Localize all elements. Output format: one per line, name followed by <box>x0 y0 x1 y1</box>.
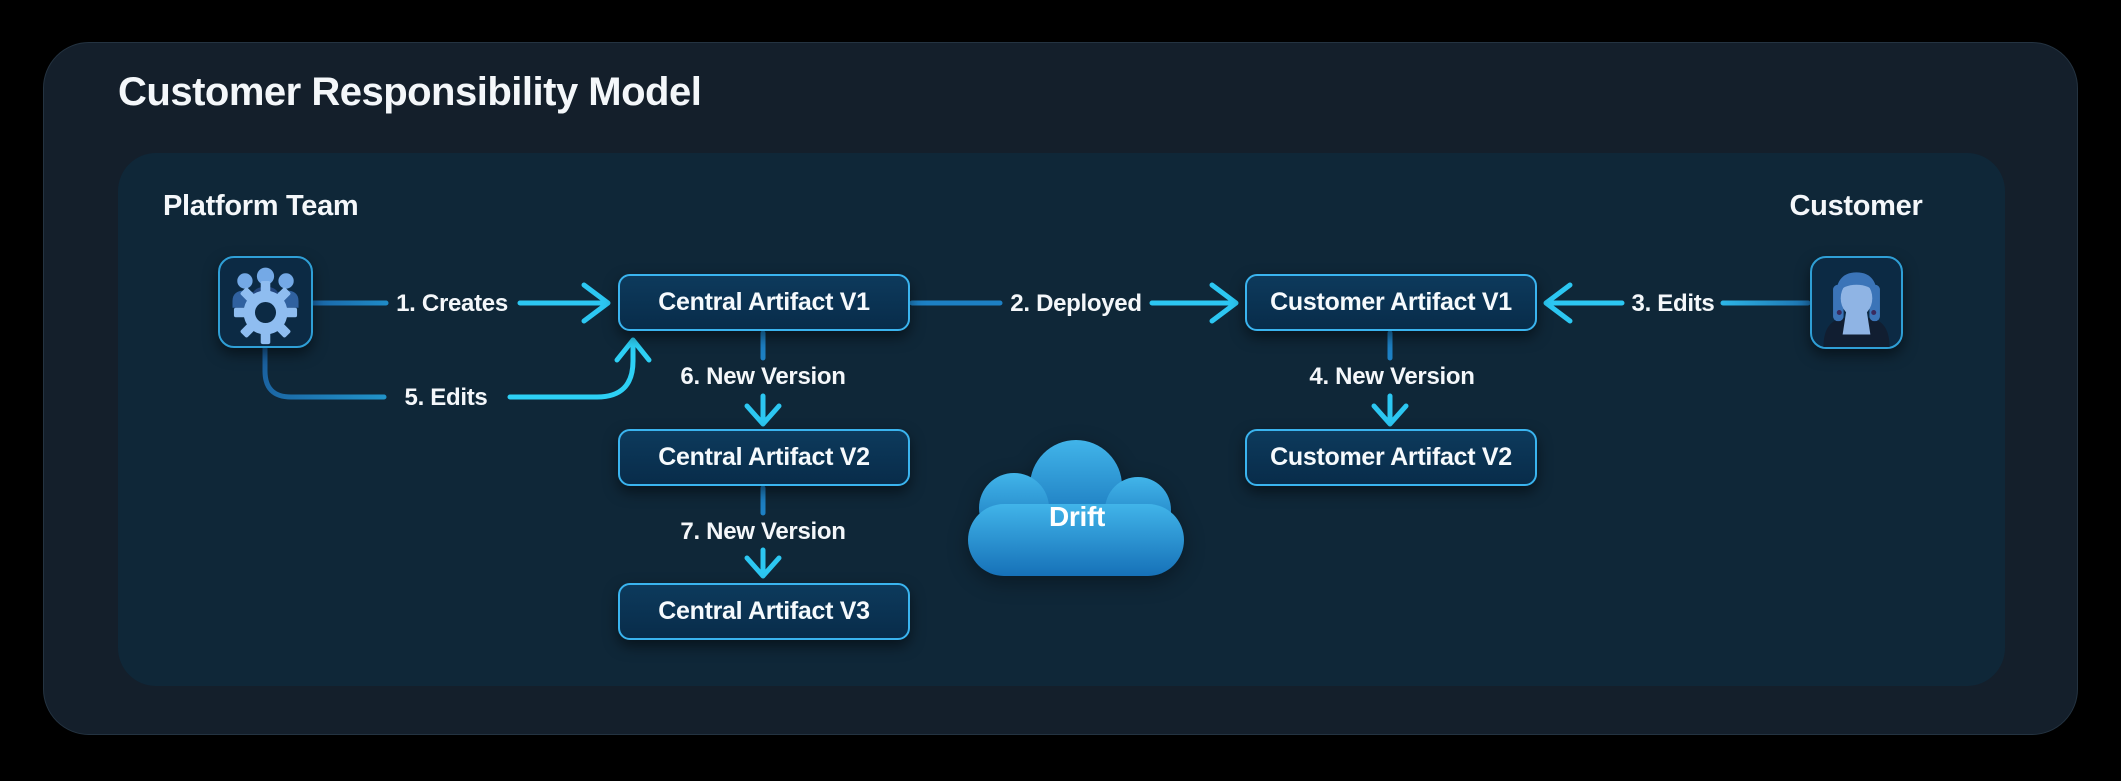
node-central-artifact-v2: Central Artifact V2 <box>618 429 910 486</box>
edge-label-central-new-version-1: 6. New Version <box>680 363 846 390</box>
edge-label-customer-edits: 3. Edits <box>1631 290 1715 317</box>
node-customer-artifact-v1: Customer Artifact V1 <box>1245 274 1537 331</box>
page-title: Customer Responsibility Model <box>118 70 702 114</box>
edge-label-customer-new-version: 4. New Version <box>1309 363 1475 390</box>
avatar-hair <box>1835 272 1878 303</box>
drift-cloud-label: Drift <box>1048 501 1106 532</box>
responsibility-panel <box>118 153 2005 686</box>
gear-icon <box>233 280 298 345</box>
customer-label: Customer <box>1789 190 1923 222</box>
avatar-neck <box>1842 309 1871 335</box>
platform-team-icon-box <box>218 256 313 348</box>
node-customer-artifact-v2: Customer Artifact V2 <box>1245 429 1537 486</box>
node-central-artifact-v3: Central Artifact V3 <box>618 583 910 640</box>
drift-cloud-icon <box>968 440 1184 576</box>
person-avatar-icon <box>1823 272 1890 347</box>
team-gear-icon <box>232 267 299 345</box>
avatar-face <box>1840 279 1873 317</box>
platform-team-label: Platform Team <box>163 190 359 222</box>
edge-label-creates: 1. Creates <box>396 290 508 317</box>
edge-label-deployed: 2. Deployed <box>1010 290 1142 317</box>
edge-label-platform-edits: 5. Edits <box>404 384 488 411</box>
edge-label-central-new-version-2: 7. New Version <box>680 518 846 545</box>
node-central-artifact-v1: Central Artifact V1 <box>618 274 910 331</box>
customer-icon-box <box>1810 256 1903 349</box>
